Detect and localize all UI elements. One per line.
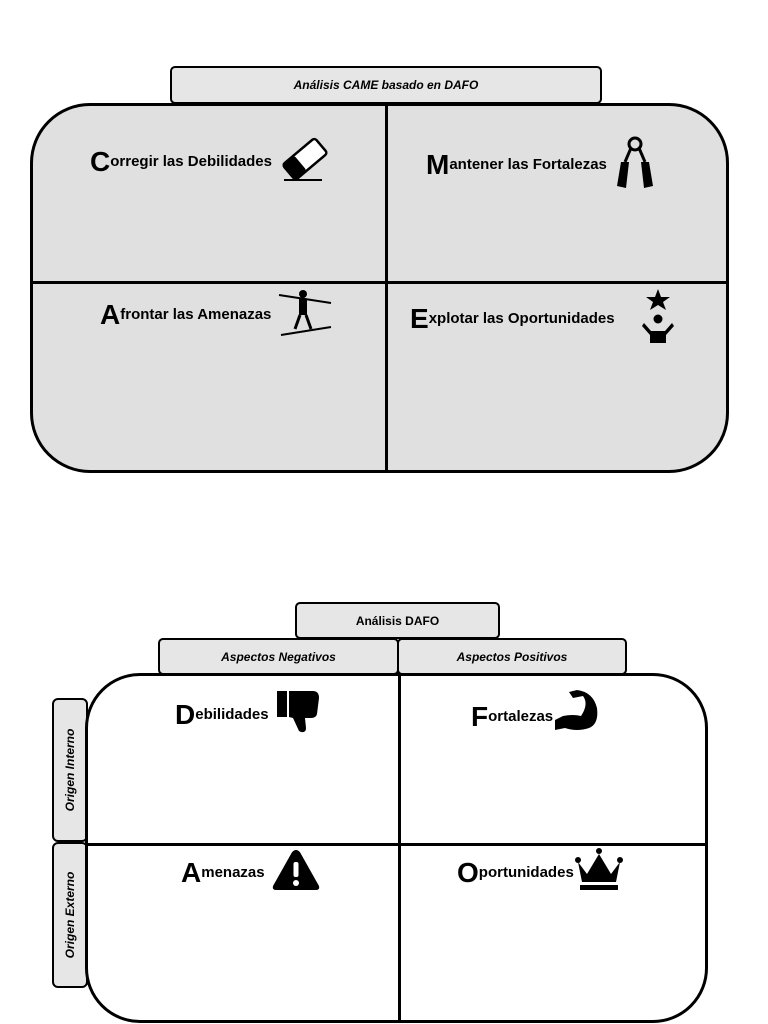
dafo-row-interno: Origen Interno (52, 698, 88, 842)
thumbs-down-icon (275, 690, 321, 739)
dafo-row-externo-label: Origen Externo (63, 871, 77, 959)
came-title-tab: Análisis CAME basado en DAFO (170, 66, 602, 104)
came-initial-explotar: E (410, 302, 429, 334)
dafo-quadrant-debilidades: D ebilidades (88, 676, 401, 846)
came-initial-afrontar: A (100, 298, 121, 330)
came-quadrant-corregir: C orregir las Debilidades (33, 106, 388, 284)
dafo-column-negativos-label: Aspectos Negativos (221, 649, 336, 664)
dafo-column-positivos: Aspectos Positivos (397, 638, 627, 675)
came-label-explotar: xplotar las Oportunidades (428, 310, 615, 327)
came-heading-afrontar: A frontar las Amenazas (100, 287, 333, 342)
came-matrix: C orregir las Debilidades M antener las … (30, 103, 729, 473)
dafo-heading-amenazas: A menazas (181, 848, 321, 897)
star-person-icon (641, 287, 675, 350)
dafo-initial-fortalezas: F (471, 700, 489, 732)
dafo-heading-fortalezas: F ortalezas (471, 690, 601, 743)
dafo-quadrant-fortalezas: F ortalezas (401, 676, 705, 846)
dafo-label-oportunidades: portunidades (478, 864, 574, 881)
flexed-arm-icon (553, 690, 601, 743)
came-heading-mantener: M antener las Fortalezas (426, 134, 657, 195)
dafo-matrix: D ebilidades F ortalezas A menazas (85, 673, 708, 1023)
dafo-heading-debilidades: D ebilidades (175, 690, 321, 739)
dafo-initial-debilidades: D (175, 698, 196, 730)
crown-icon (574, 848, 624, 897)
came-label-afrontar: frontar las Amenazas (120, 306, 272, 323)
dafo-label-amenazas: menazas (201, 864, 265, 881)
dafo-initial-amenazas: A (181, 856, 202, 888)
came-quadrant-mantener: M antener las Fortalezas (388, 106, 726, 284)
came-label-mantener: antener las Fortalezas (449, 156, 607, 173)
dafo-title: Análisis DAFO (355, 613, 440, 628)
warning-icon (271, 848, 321, 897)
came-label-corregir: orregir las Debilidades (110, 153, 272, 170)
dafo-heading-oportunidades: O portunidades (457, 848, 624, 897)
tightrope-walker-icon (277, 287, 333, 342)
came-initial-corregir: C (90, 145, 111, 177)
dafo-row-externo: Origen Externo (52, 842, 88, 988)
came-quadrant-afrontar: A frontar las Amenazas (33, 284, 388, 470)
dafo-label-fortalezas: ortalezas (488, 708, 554, 725)
dafo-column-negativos: Aspectos Negativos (158, 638, 399, 675)
dafo-title-tab: Análisis DAFO (295, 602, 500, 639)
dafo-initial-oportunidades: O (457, 856, 479, 888)
came-title: Análisis CAME basado en DAFO (293, 78, 479, 92)
dafo-quadrant-oportunidades: O portunidades (401, 846, 705, 1020)
dafo-quadrant-amenazas: A menazas (88, 846, 401, 1020)
dafo-label-debilidades: ebilidades (195, 706, 269, 723)
dafo-column-positivos-label: Aspectos Positivos (456, 649, 568, 664)
came-initial-mantener: M (426, 148, 450, 180)
eraser-icon (278, 134, 332, 189)
came-heading-corregir: C orregir las Debilidades (90, 134, 332, 189)
came-quadrant-explotar: E xplotar las Oportunidades (388, 284, 726, 470)
hand-gripper-icon (613, 134, 657, 195)
dafo-row-interno-label: Origen Interno (63, 728, 77, 812)
came-heading-explotar: E xplotar las Oportunidades (410, 287, 675, 350)
